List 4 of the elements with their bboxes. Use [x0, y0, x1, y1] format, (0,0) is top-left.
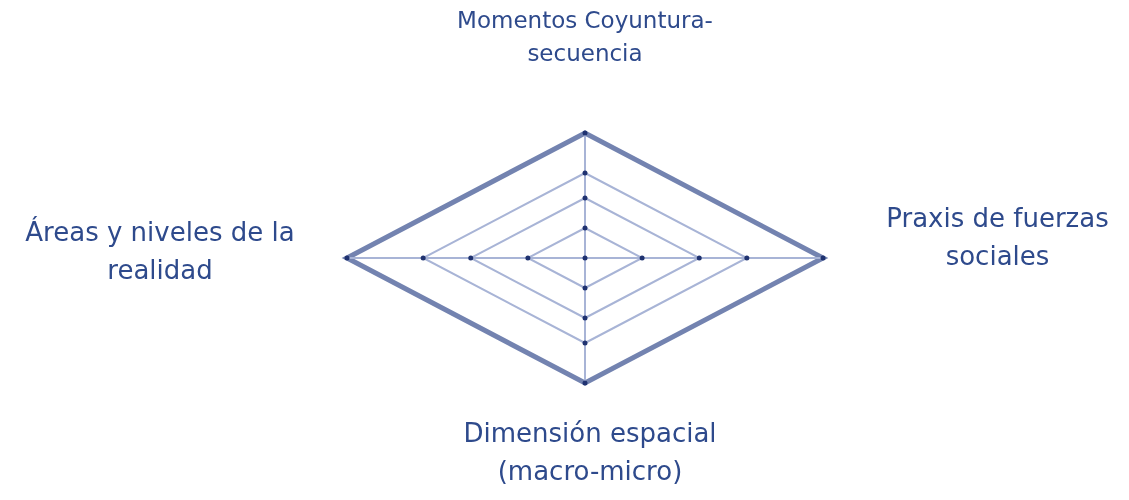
axis-label: Praxis de fuerzas sociales	[885, 202, 1110, 273]
axis-label: Dimensión espacial (macro-micro)	[462, 417, 718, 488]
axis-label: Momentos Coyuntura-secuencia	[456, 6, 714, 69]
axis-label: Áreas y niveles de la realidad	[24, 215, 296, 287]
